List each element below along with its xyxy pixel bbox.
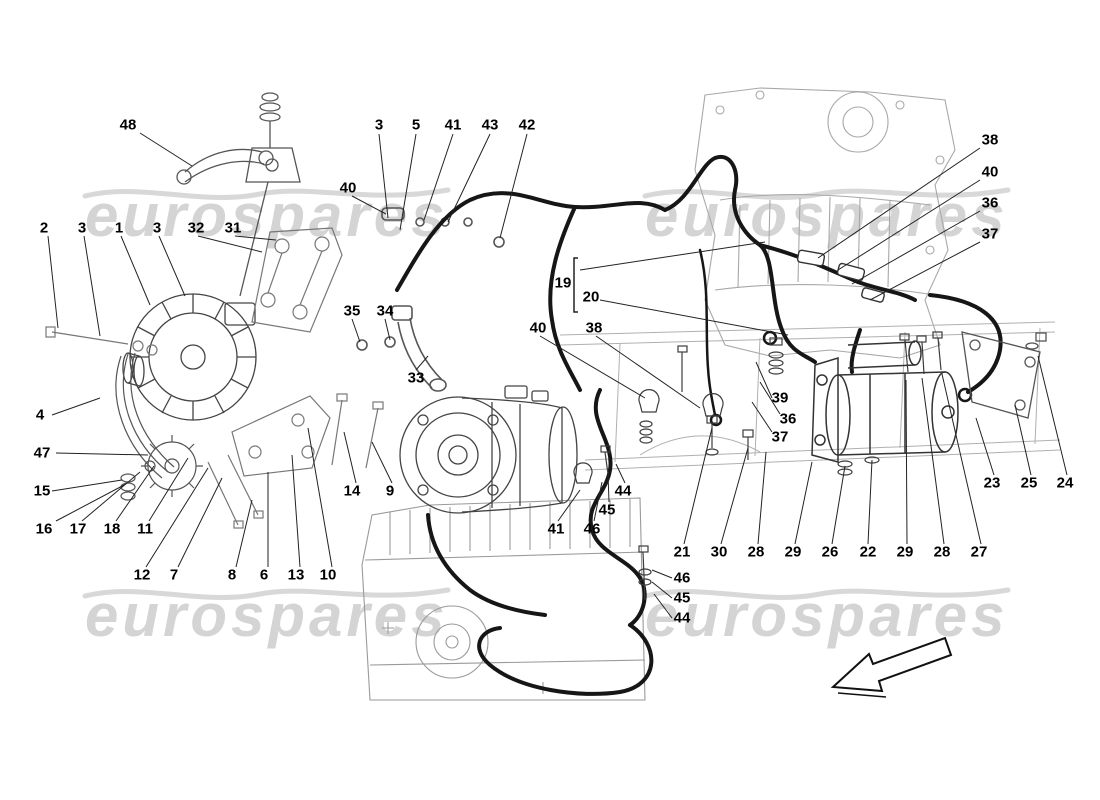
callout-30: 30 [710, 543, 728, 561]
callout-37: 37 [981, 225, 999, 243]
callout-13: 13 [287, 566, 305, 584]
callout-42: 42 [518, 116, 536, 134]
hose-fitting [356, 207, 505, 392]
wiring-harness [395, 154, 1003, 696]
callout-27: 27 [970, 543, 988, 561]
callout-4: 4 [35, 406, 45, 424]
callout-29: 29 [784, 543, 802, 561]
callout-40: 40 [981, 163, 999, 181]
callout-18: 18 [103, 520, 121, 538]
callout-40: 40 [339, 179, 357, 197]
callout-31: 31 [224, 219, 242, 237]
callout-1: 1 [114, 219, 124, 237]
callout-44: 44 [614, 482, 632, 500]
callout-33: 33 [407, 369, 425, 387]
callout-29: 29 [896, 543, 914, 561]
callout-17: 17 [69, 520, 87, 538]
callout-46: 46 [583, 520, 601, 538]
drive-belt [115, 352, 203, 501]
callout-39: 39 [771, 389, 789, 407]
callout-3: 3 [152, 219, 162, 237]
callout-10: 10 [319, 566, 337, 584]
callout-45: 45 [673, 589, 691, 607]
callout-34: 34 [376, 302, 394, 320]
callout-2: 2 [39, 219, 49, 237]
harness-connectors [796, 249, 885, 303]
callout-32: 32 [187, 219, 205, 237]
mounting-bracket [251, 227, 343, 333]
callout-35: 35 [343, 302, 361, 320]
callout-23: 23 [983, 474, 1001, 492]
callout-19: 19 [554, 274, 572, 292]
callout-25: 25 [1020, 474, 1038, 492]
watermark-swoosh [82, 187, 1011, 600]
callout-11: 11 [137, 520, 153, 538]
leader-lines [47, 132, 1068, 619]
ac-compressor [399, 385, 578, 514]
callout-15: 15 [33, 482, 51, 500]
callout-48: 48 [119, 116, 137, 134]
callout-38: 38 [981, 131, 999, 149]
callout-45: 45 [598, 501, 616, 519]
callout-22: 22 [859, 543, 877, 561]
callout-14: 14 [343, 482, 361, 500]
callout-47: 47 [33, 444, 51, 462]
callout-20: 20 [582, 288, 600, 306]
callout-26: 26 [821, 543, 839, 561]
callout-5: 5 [411, 116, 421, 134]
callout-44: 44 [673, 609, 691, 627]
callout-41: 41 [547, 520, 565, 538]
callout-16: 16 [35, 520, 53, 538]
gearbox-outline [694, 87, 956, 359]
callout-6: 6 [259, 566, 269, 584]
callout-38: 38 [585, 319, 603, 337]
callout-8: 8 [227, 566, 237, 584]
hardware [573, 331, 943, 601]
support-bracket [45, 326, 384, 529]
callout-12: 12 [133, 566, 151, 584]
callout-21: 21 [673, 543, 691, 561]
callout-3: 3 [374, 116, 384, 134]
callout-28: 28 [747, 543, 765, 561]
direction-arrow-icon [830, 636, 953, 698]
starter-motor [811, 340, 959, 463]
callout-36: 36 [779, 410, 797, 428]
alternator [122, 293, 257, 421]
callout-9: 9 [385, 482, 395, 500]
callout-3: 3 [77, 219, 87, 237]
right-bracket [961, 331, 1047, 419]
callout-36: 36 [981, 194, 999, 212]
callout-43: 43 [481, 116, 499, 134]
callout-28: 28 [933, 543, 951, 561]
callout-40: 40 [529, 319, 547, 337]
callout-24: 24 [1056, 474, 1074, 492]
stay-bar [176, 92, 301, 297]
callout-7: 7 [169, 566, 179, 584]
callout-41: 41 [444, 116, 462, 134]
callout-37: 37 [771, 428, 789, 446]
callout-46: 46 [673, 569, 691, 587]
